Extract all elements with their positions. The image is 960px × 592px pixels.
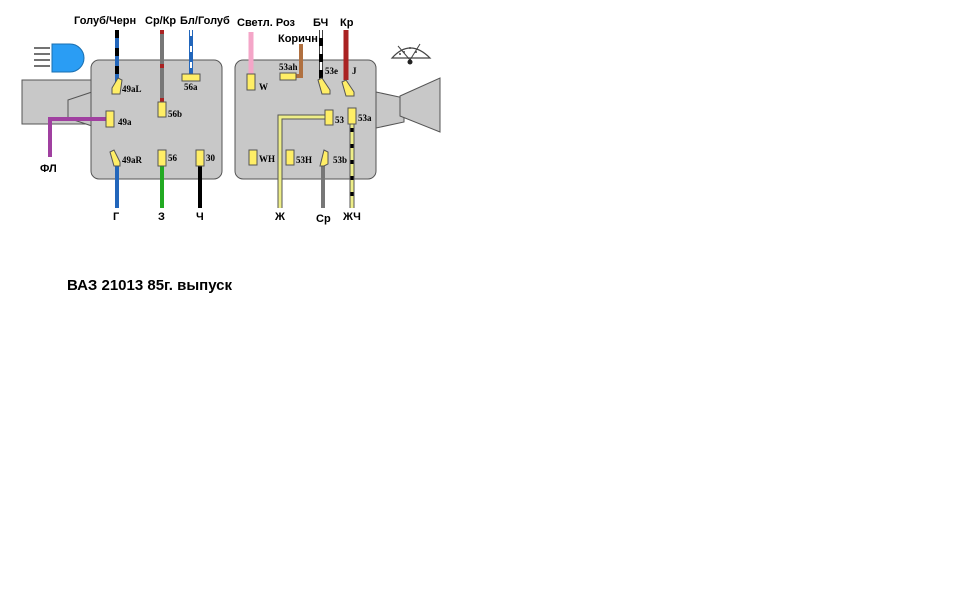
terminal-53a (347, 107, 357, 125)
label-green: З (158, 211, 165, 223)
label-red: Кр (340, 17, 354, 29)
label-black: Ч (196, 211, 204, 223)
pin-label-56a: 56a (184, 82, 198, 92)
diagram-caption: ВАЗ 21013 85г. выпуск (67, 277, 233, 294)
terminal-J (341, 79, 355, 97)
terminal-49aL (111, 77, 123, 95)
label-gray-red: Ср/Кр (145, 15, 176, 27)
terminal-56a (181, 73, 201, 82)
terminal-53b (319, 149, 329, 167)
label-yellow: Ж (274, 211, 285, 223)
headlight-icon (34, 43, 85, 73)
label-white-black: БЧ (313, 17, 328, 29)
terminal-49aR (109, 149, 121, 167)
wire-yellow (277, 114, 329, 208)
pin-label-53ah: 53ah (279, 62, 298, 72)
windshield-wiper-icon (390, 43, 432, 65)
label-white-blue: Бл/Голуб (180, 15, 230, 27)
pin-label-49aR: 49aR (122, 155, 143, 165)
pin-label-56: 56 (168, 153, 178, 163)
pin-label-53e: 53e (325, 66, 338, 76)
pin-label-J: J (352, 66, 357, 76)
right-stalk (375, 77, 441, 133)
pin-label-49aL: 49aL (122, 84, 142, 94)
pin-label-53a: 53a (358, 113, 372, 123)
label-violet: ФЛ (40, 163, 57, 175)
pin-label-53b: 53b (333, 155, 347, 165)
pin-label-49a: 49a (118, 117, 132, 127)
wire-violet (48, 117, 108, 157)
terminal-49a (105, 110, 115, 128)
terminal-56 (157, 149, 167, 167)
pin-label-53H: 53H (296, 155, 312, 165)
terminal-56b (157, 101, 167, 118)
pin-label-30: 30 (206, 153, 216, 163)
label-brown: Коричн (278, 33, 318, 45)
label-yellow-black: ЖЧ (342, 211, 361, 223)
label-blue: Г (113, 211, 120, 223)
pin-label-53: 53 (335, 115, 345, 125)
terminal-53ah (279, 72, 297, 81)
pin-label-WH: WH (259, 154, 275, 164)
terminal-W (246, 73, 256, 91)
pin-label-W: W (259, 82, 268, 92)
terminal-WH (248, 149, 258, 166)
terminal-53 (324, 109, 334, 126)
pin-label-56b: 56b (168, 109, 182, 119)
terminal-53H (285, 149, 295, 166)
terminal-53e (317, 77, 331, 95)
terminal-30 (195, 149, 205, 167)
label-light-pink: Светл. Роз (237, 17, 296, 29)
label-gray: Ср (316, 213, 331, 225)
label-blue-black: Голуб/Черн (74, 15, 136, 27)
